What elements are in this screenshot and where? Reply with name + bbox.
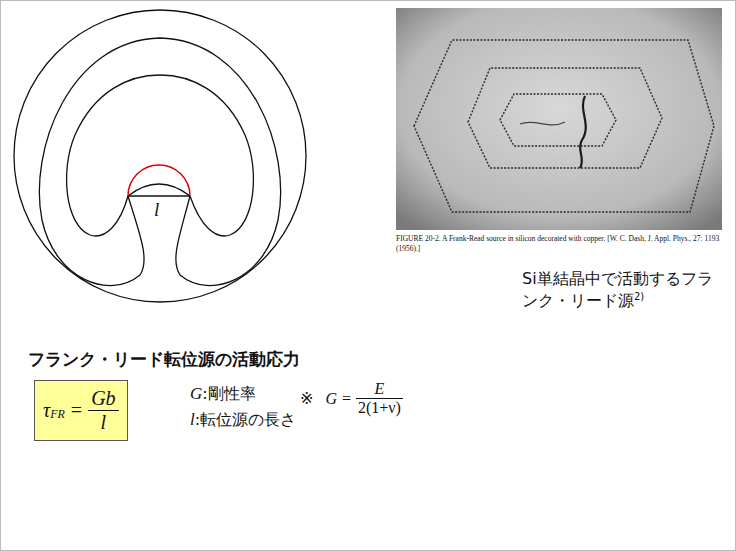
note-mark: ※ (300, 389, 313, 408)
section-heading: フランク・リード転位源の活動応力 (28, 348, 300, 371)
fraction-bar (88, 410, 118, 411)
symbol-definition: l:転位源の長さ (190, 410, 296, 431)
bowed-loop (67, 75, 254, 236)
hexagon-loop (468, 68, 662, 168)
formula-subscript: FR (50, 407, 65, 422)
formula-fraction: Gbl (88, 387, 118, 434)
symbol-meaning: :剛性率 (202, 384, 255, 403)
reference-number: 2) (634, 291, 644, 302)
symbol-meaning: :転位源の長さ (195, 410, 296, 429)
note-formula: ※ G = E2(1+ν) (300, 380, 403, 417)
formula-fraction: E2(1+ν) (356, 380, 403, 417)
photo-ground (396, 8, 722, 230)
critical-semicircle (128, 165, 190, 196)
photo-description: Si単結晶中で活動するフランク・リード源2) (522, 268, 727, 312)
kidney-loop (39, 38, 280, 286)
formula-row: τFR = Gbl (43, 387, 119, 434)
symbol-name: l (190, 410, 195, 429)
fraction-bar (356, 398, 403, 399)
symbol-name: G (190, 384, 202, 403)
source-segment (128, 195, 190, 196)
hexagon-loop (414, 40, 714, 212)
frank-read-loops (14, 10, 306, 302)
formula-symbol: G (325, 390, 337, 408)
formula-denominator: 2(1+ν) (356, 399, 403, 417)
formula-symbol: τ (43, 399, 50, 422)
formula-box: τFR = Gbl (34, 380, 128, 441)
formula-numerator: Gb (88, 387, 118, 410)
figure-caption: FIGURE 20-2. A Frank-Read source in sili… (396, 234, 722, 254)
photo-feature (520, 122, 565, 125)
outer-loop (14, 10, 306, 302)
length-label: l (154, 199, 159, 221)
formula-numerator: E (375, 380, 385, 398)
bowing-line (128, 184, 190, 196)
description-text: Si単結晶中で活動するフランク・リード源 (522, 269, 713, 310)
formula-equals: = (342, 390, 351, 408)
hexagon-loop (500, 94, 616, 146)
formula-equals: = (71, 399, 82, 422)
source-line (580, 96, 586, 168)
photo (396, 8, 722, 230)
symbol-definition: G:剛性率 (190, 384, 256, 405)
formula-denominator: l (101, 411, 107, 434)
